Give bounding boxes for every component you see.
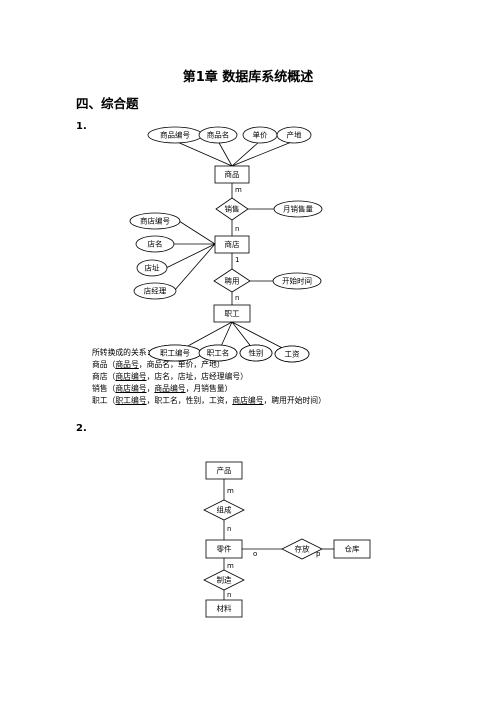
- attr-store-name-ellipse: [135, 235, 175, 253]
- attr-price-label: 单价: [253, 130, 268, 140]
- relation-name: 商品（: [92, 360, 116, 369]
- attr-product-name-label: 商品名: [207, 130, 230, 140]
- attr-store-id-ellipse: [129, 212, 181, 230]
- attr-month-sales-ellipse: [273, 200, 323, 218]
- entity-part-box: [205, 539, 243, 559]
- entity-store-label: 商店: [225, 239, 240, 249]
- attr-store-name-label: 店名: [148, 239, 163, 249]
- relation-key-field: 商品号: [115, 360, 139, 369]
- attr-start-time-label: 开始时间: [282, 276, 312, 286]
- card-store-part: o: [253, 550, 257, 558]
- entity-employee-box: [213, 304, 251, 323]
- entity-warehouse-label: 仓库: [345, 544, 360, 554]
- card-sell-product: m: [235, 186, 242, 194]
- relation-line-employee: 职工（职工编号，职工名，性别，工资，商店编号，聘用开始时间）: [92, 396, 326, 405]
- card-sell-store: n: [235, 225, 239, 233]
- attr-product-id-label: 商品编号: [160, 130, 190, 140]
- relation-field: 产地: [201, 360, 217, 369]
- entity-employee-label: 职工: [225, 309, 240, 318]
- rel-make-diamond: [203, 569, 245, 591]
- attr-origin-ellipse: [276, 126, 312, 144]
- section-heading: 四、综合题: [76, 96, 139, 111]
- entity-product-box: [214, 165, 250, 184]
- attr-month-sales-label: 月销售量: [283, 204, 313, 214]
- rel-compose-diamond: [203, 499, 245, 521]
- relation-line-product: 商品（商品号，商品名，单价，产地）: [92, 360, 225, 369]
- relation-field: 职工名: [154, 396, 178, 405]
- relation-key-field: 商店编号: [115, 384, 147, 393]
- attr-store-id-label: 商店编号: [140, 216, 170, 226]
- relation-line-store: 商店（商店编号，店名，店址，店经理编号）: [92, 372, 248, 381]
- rel-sell-diamond: [215, 197, 249, 221]
- question-1-label: 1.: [76, 121, 87, 132]
- relation-name: 职工（: [92, 396, 116, 405]
- card-store-warehouse: p: [316, 550, 321, 558]
- attr-product-name-ellipse: [198, 126, 238, 144]
- entity-store-box: [214, 235, 250, 254]
- entity-warehouse-box: [333, 539, 371, 559]
- relation-field: 月销售量: [193, 384, 225, 393]
- card-hire-employee: n: [235, 294, 239, 302]
- relation-field: 店址: [177, 372, 194, 381]
- card-compose-product: m: [227, 487, 234, 495]
- entity-material-label: 材料: [217, 603, 232, 613]
- attr-start-time-ellipse: [272, 272, 322, 290]
- attr-origin-label: 产地: [287, 130, 302, 140]
- rel-compose-label: 组成: [217, 505, 232, 515]
- relation-line-sell: 销售（商店编号，商品编号，月销售量）: [92, 384, 233, 393]
- attr-store-address-ellipse: [136, 259, 168, 277]
- entity-product2-box: [205, 461, 243, 480]
- page-title: 第1章 数据库系统概述: [182, 70, 314, 85]
- card-compose-part: n: [227, 525, 231, 533]
- entity-material-box: [205, 599, 243, 618]
- relation-field: 聘用开始时间: [271, 396, 319, 405]
- question-2-label: 2.: [76, 423, 87, 434]
- relation-name: 商店（: [92, 372, 116, 381]
- rel-hire-diamond: [213, 268, 251, 293]
- rel-make-label: 制造: [217, 575, 232, 585]
- attr-store-manager-ellipse: [133, 282, 177, 300]
- rel-sell-label: 销售: [225, 204, 240, 214]
- relation-field: 商品名: [146, 360, 170, 369]
- attr-store-address-label: 店址: [145, 263, 160, 273]
- entity-product2-label: 产品: [217, 465, 232, 475]
- rel-store-label: 存放: [295, 544, 310, 554]
- relation-key-field: 商店编号: [115, 372, 147, 381]
- relations-intro: 所转换成的关系：: [92, 348, 155, 357]
- card-hire-store: 1: [235, 256, 239, 264]
- relation-field: 性别: [185, 396, 202, 405]
- card-make-material: n: [227, 591, 231, 599]
- relation-key-field: 职工编号: [115, 396, 147, 405]
- relation-field: 店名: [154, 372, 170, 381]
- card-make-part: m: [227, 562, 234, 570]
- relation-key-field: 商店编号: [232, 396, 264, 405]
- relation-field: 单价: [177, 360, 194, 369]
- relation-field: 工资: [208, 396, 225, 405]
- rel-store-diamond: [281, 538, 323, 560]
- entity-product-label: 商品: [225, 169, 240, 179]
- entity-part-label: 零件: [217, 544, 232, 554]
- relation-field: 店经理编号: [201, 372, 241, 381]
- relation-key-field: 商品编号: [154, 384, 186, 393]
- rel-hire-label: 聘用: [225, 276, 240, 286]
- relation-name: 销售（: [92, 384, 116, 393]
- attr-store-manager-label: 店经理: [144, 286, 167, 296]
